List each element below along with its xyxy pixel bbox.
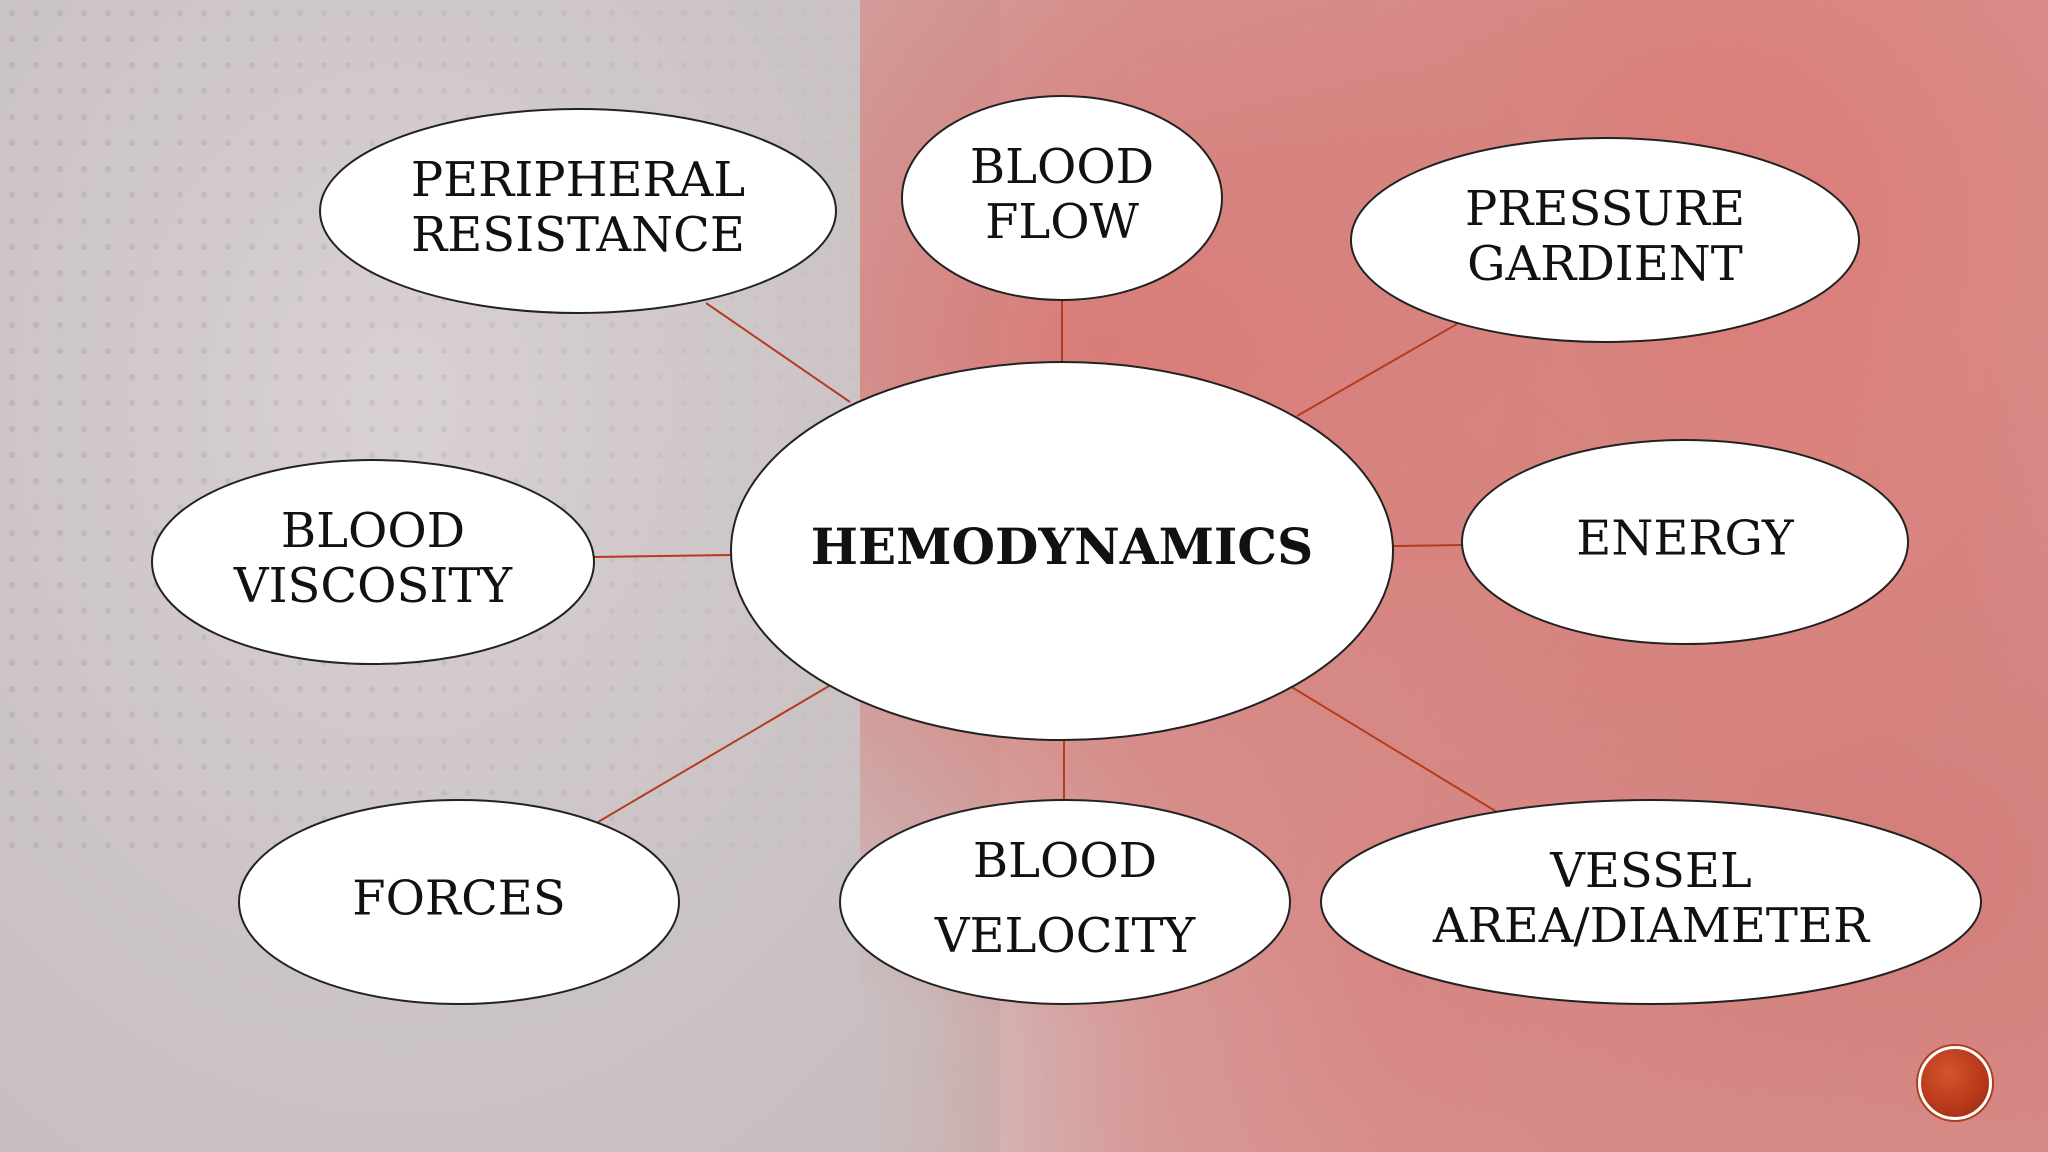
node-peripheral-resistance-shape <box>319 108 837 314</box>
connector-pressure-gardient <box>1296 323 1458 417</box>
connector-blood-viscosity <box>593 554 732 558</box>
node-blood-velocity-label-line-1: BLOOD <box>973 833 1157 889</box>
node-blood-flow-shape <box>901 95 1223 301</box>
node-forces-label-line-1: FORCES <box>352 871 565 927</box>
node-energy-label-line-1: ENERGY <box>1576 511 1795 567</box>
connector-forces <box>597 685 830 823</box>
center-node-label: HEMODYNAMICS <box>811 517 1313 576</box>
node-blood-flow-label-line-1: BLOOD <box>970 139 1154 195</box>
node-blood-velocity-shape <box>839 799 1291 1005</box>
node-blood-viscosity-label-line-1: BLOOD <box>281 503 465 559</box>
node-pressure-gardient-shape <box>1350 137 1860 343</box>
node-forces: FORCES <box>238 799 680 1005</box>
center-node <box>730 361 1394 741</box>
connector-vessel-area-diameter <box>1289 685 1498 813</box>
node-pressure-gardient-label-line-2: GARDIENT <box>1467 236 1743 292</box>
connector-peripheral-resistance <box>705 302 851 403</box>
node-peripheral-resistance-label-line-2: RESISTANCE <box>411 207 745 263</box>
node-vessel-area-diameter-shape <box>1320 799 1982 1005</box>
node-blood-velocity-label-line-2: VELOCITY <box>934 908 1197 964</box>
node-pressure-gardient-label-line-1: PRESSURE <box>1465 181 1745 237</box>
node-peripheral-resistance-label-line-1: PERIPHERAL <box>411 152 745 208</box>
node-blood-viscosity-label-line-2: VISCOSITY <box>233 558 513 614</box>
node-blood-velocity: BLOOD VELOCITY <box>839 799 1291 1005</box>
node-forces-shape <box>238 799 680 1005</box>
node-blood-flow-label-line-2: FLOW <box>985 194 1140 250</box>
connector-energy <box>1392 544 1463 547</box>
node-energy-shape <box>1461 439 1909 645</box>
node-energy: ENERGY <box>1461 439 1909 645</box>
next-slide-button[interactable] <box>1918 1046 1992 1120</box>
node-vessel-area-diameter-label-line-1: VESSEL <box>1549 843 1752 899</box>
node-vessel-area-diameter-label-line-2: AREA/DIAMETER <box>1432 898 1871 954</box>
node-blood-viscosity-shape <box>151 459 595 665</box>
